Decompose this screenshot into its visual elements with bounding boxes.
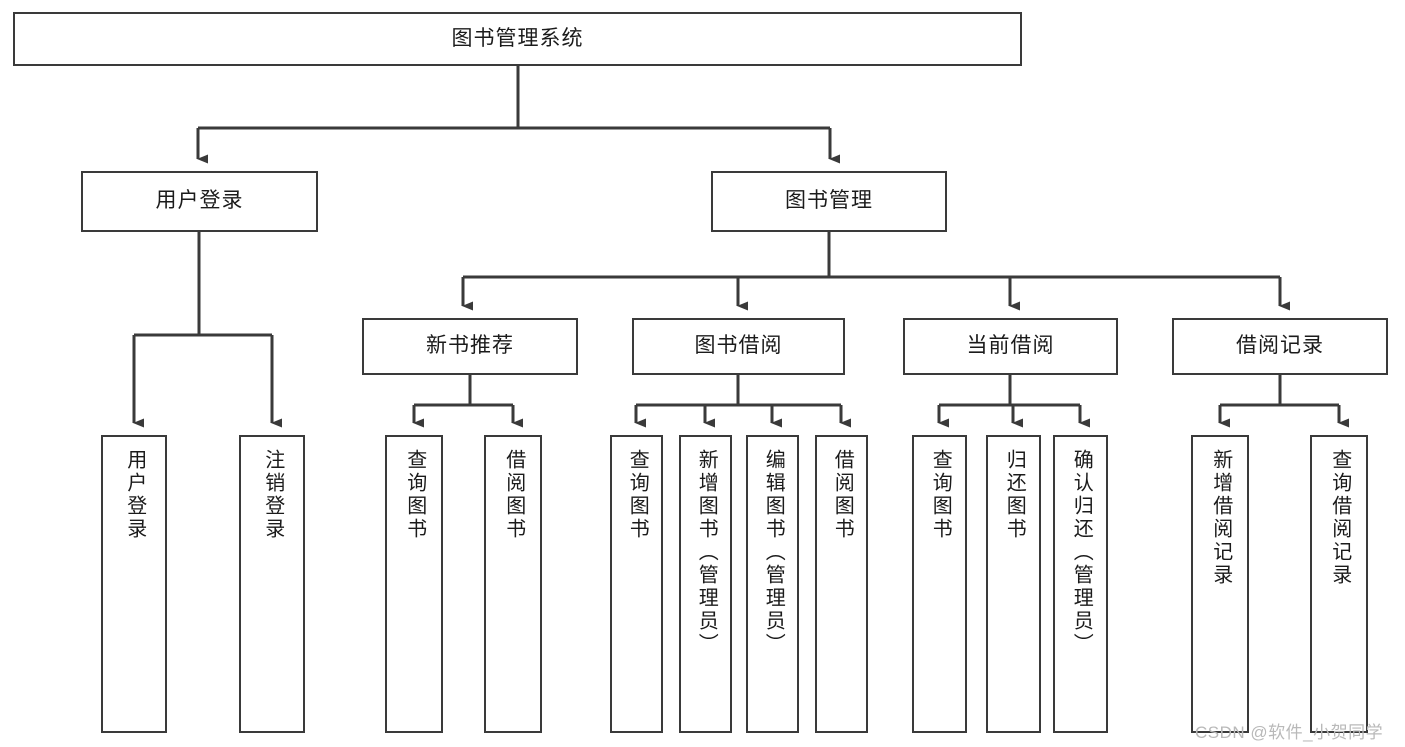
node-label: 用户登录 — [123, 449, 146, 541]
node-leaf-query-borrow-record[interactable]: 查询借阅记录 — [1310, 435, 1368, 733]
node-label: 借阅图书 — [831, 449, 854, 541]
node-leaf-borrow-book-1[interactable]: 借阅图书 — [484, 435, 542, 733]
node-leaf-edit-book-admin[interactable]: 编辑图书（管理员） — [746, 435, 799, 733]
node-leaf-query-book-1[interactable]: 查询图书 — [385, 435, 443, 733]
node-label: 新增借阅记录 — [1209, 449, 1232, 587]
node-book-borrow[interactable]: 图书借阅 — [632, 318, 845, 375]
node-label: 新书推荐 — [426, 334, 514, 358]
node-label: 借阅图书 — [502, 449, 525, 541]
node-label: 查询借阅记录 — [1328, 449, 1351, 587]
node-leaf-confirm-return-admin[interactable]: 确认归还（管理员） — [1053, 435, 1108, 733]
node-label: 借阅记录 — [1236, 334, 1324, 358]
node-leaf-add-book-admin[interactable]: 新增图书（管理员） — [679, 435, 732, 733]
node-label: 当前借阅 — [966, 334, 1055, 358]
node-label: 用户登录 — [155, 189, 244, 213]
node-root[interactable]: 图书管理系统 — [13, 12, 1022, 66]
node-user-login[interactable]: 用户登录 — [81, 171, 318, 232]
node-leaf-return-book[interactable]: 归还图书 — [986, 435, 1041, 733]
node-label: 图书借阅 — [694, 334, 783, 358]
node-leaf-user-logout[interactable]: 注销登录 — [239, 435, 305, 733]
node-new-book-recommend[interactable]: 新书推荐 — [362, 318, 578, 375]
node-label: 查询图书 — [626, 449, 649, 541]
node-label: 查询图书 — [929, 449, 952, 541]
node-book-management[interactable]: 图书管理 — [711, 171, 947, 232]
node-borrow-record[interactable]: 借阅记录 — [1172, 318, 1388, 375]
csdn-watermark: CSDN @软件_小贺同学 — [1195, 723, 1384, 742]
node-leaf-borrow-book-2[interactable]: 借阅图书 — [815, 435, 868, 733]
node-label: 确认归还（管理员） — [1070, 449, 1093, 656]
node-label: 查询图书 — [403, 449, 426, 541]
node-leaf-user-login[interactable]: 用户登录 — [101, 435, 167, 733]
node-leaf-query-book-2[interactable]: 查询图书 — [610, 435, 663, 733]
node-label: 归还图书 — [1003, 449, 1026, 541]
node-label: 编辑图书（管理员） — [762, 449, 785, 656]
node-leaf-query-book-3[interactable]: 查询图书 — [912, 435, 967, 733]
node-label: 图书管理 — [785, 189, 873, 213]
node-leaf-add-borrow-record[interactable]: 新增借阅记录 — [1191, 435, 1249, 733]
node-label: 图书管理系统 — [451, 26, 584, 50]
node-label: 注销登录 — [261, 449, 284, 541]
node-label: 新增图书（管理员） — [695, 449, 718, 656]
node-current-borrow[interactable]: 当前借阅 — [903, 318, 1118, 375]
